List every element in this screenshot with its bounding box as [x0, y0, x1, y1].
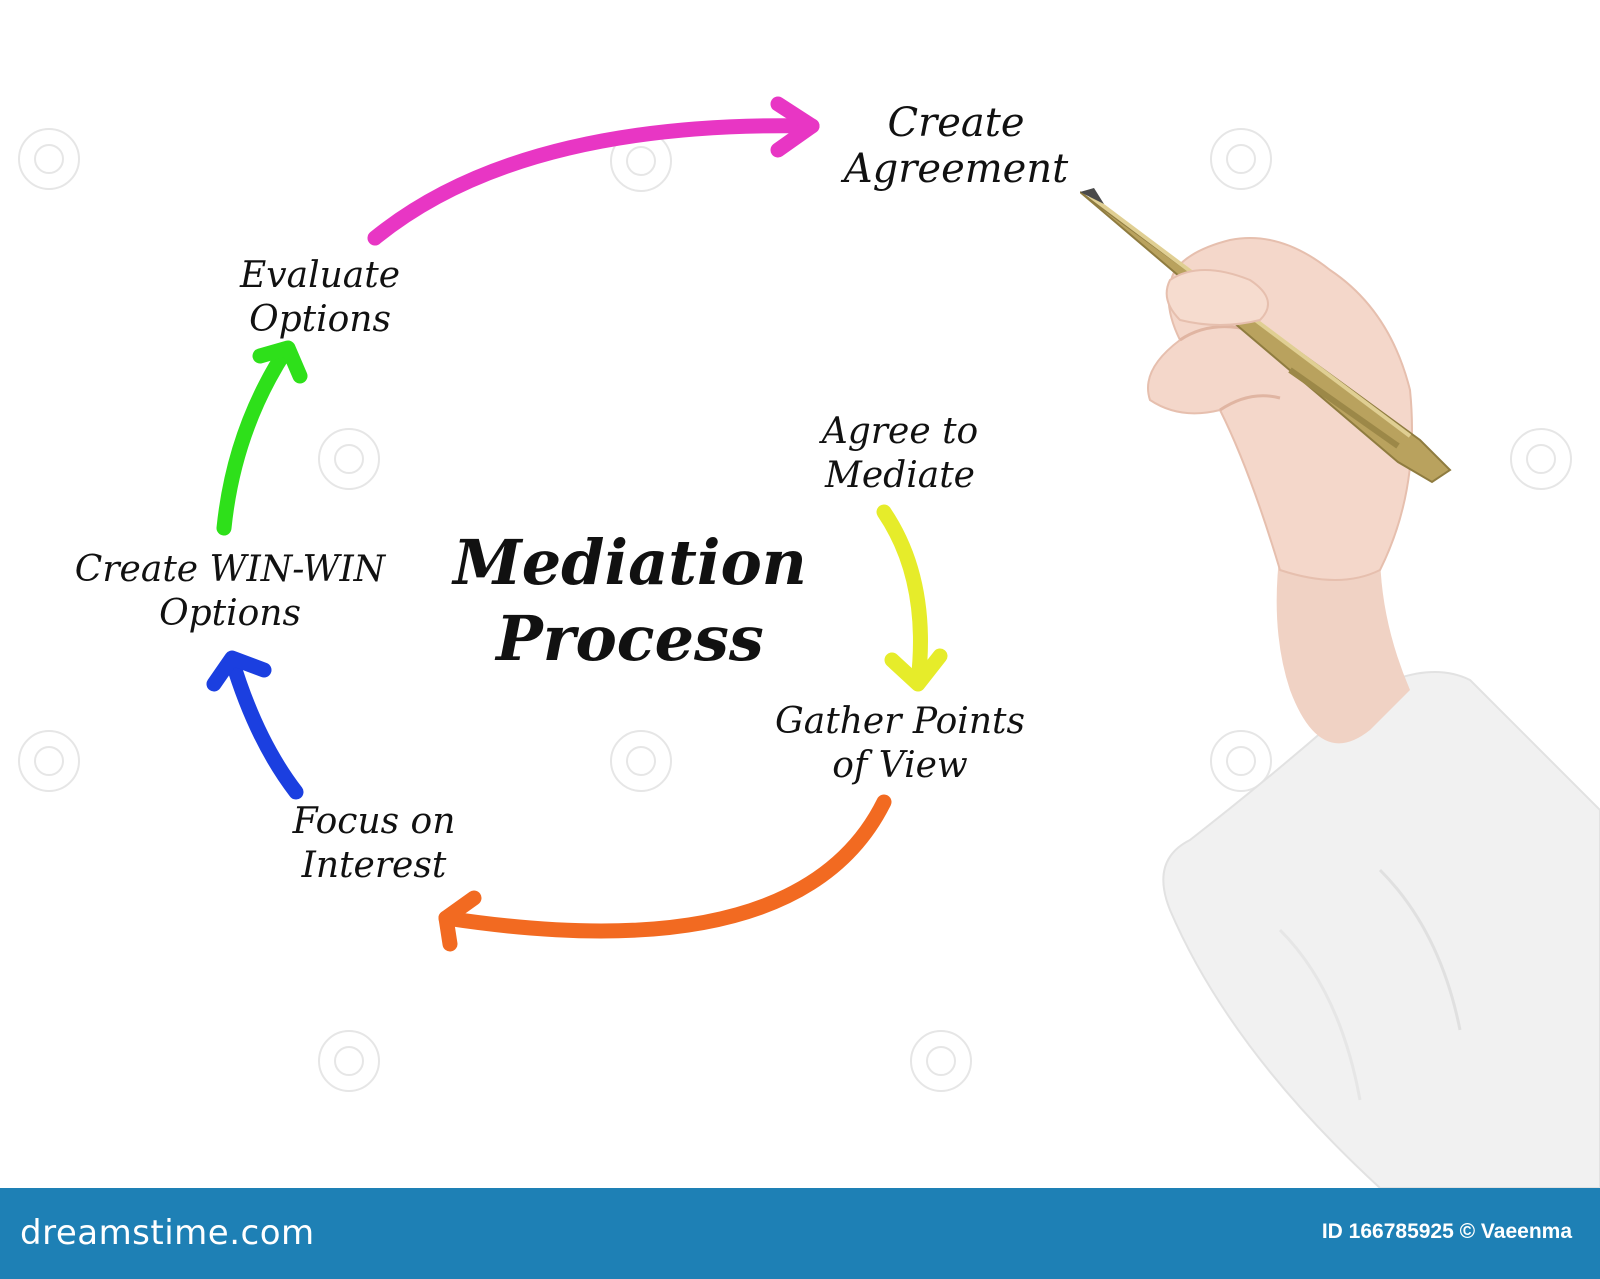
thumb-shape [1165, 269, 1269, 326]
step-line: Create [887, 100, 1025, 146]
footer-credit-text: ID 166785925 © Vaeenma [1321, 1220, 1572, 1243]
watermark-swirl-icon [18, 730, 80, 792]
hand-with-pen-image [1080, 188, 1600, 1188]
arrowhead-winwin-to-evaluate [252, 340, 308, 384]
arrowhead-gather-to-focus [438, 890, 482, 952]
step-line: Agreement [843, 146, 1069, 192]
step-line: Agree to [821, 411, 979, 452]
watermark-swirl-icon [318, 1030, 380, 1092]
diagram-canvas: Create Agreement Agree to Mediate Gather… [18, 96, 1600, 1188]
step-line: Focus on [292, 801, 456, 842]
diagram-title: Mediation Process [420, 525, 840, 677]
wrist-shape [1276, 550, 1410, 744]
watermark-swirl-icon [18, 128, 80, 190]
step-line: Options [249, 299, 391, 340]
step-create-win-win-options: Create WIN-WIN Options [30, 548, 430, 636]
cycle-arrows [206, 96, 948, 952]
step-agree-to-mediate: Agree to Mediate [780, 410, 1020, 498]
step-line: Evaluate [239, 255, 400, 296]
watermark-swirl-icon [1510, 428, 1572, 490]
arrow-agree-to-gather [876, 504, 928, 690]
step-create-agreement: Create Agreement [796, 100, 1116, 192]
step-line: Options [159, 593, 301, 634]
watermark-swirl-icon [610, 730, 672, 792]
step-evaluate-options: Evaluate Options [200, 254, 440, 342]
title-line: Mediation [453, 526, 807, 599]
step-line: Interest [301, 845, 447, 886]
arrow-focus-to-winwin [224, 652, 304, 800]
watermark-swirl-icon [1210, 730, 1272, 792]
title-line: Process [496, 602, 764, 675]
step-focus-on-interest: Focus on Interest [254, 800, 494, 888]
footer-brand-text: dreamstime.com [20, 1213, 315, 1253]
step-line: Mediate [825, 455, 975, 496]
arrowhead-evaluate-to-agreement [770, 96, 820, 158]
watermark-swirl-icon [318, 428, 380, 490]
watermark-swirl-icon [1210, 128, 1272, 190]
watermark-footer-bar: dreamstime.com ID 166785925 © Vaeenma [0, 1188, 1600, 1279]
arrowhead-focus-to-winwin [206, 650, 272, 692]
step-line: Gather Points [775, 701, 1025, 742]
sleeve-shape [1162, 671, 1600, 1188]
arrow-winwin-to-evaluate [216, 342, 294, 536]
watermark-swirl-icon [910, 1030, 972, 1092]
step-gather-points-of-view: Gather Points of View [740, 700, 1060, 788]
step-line: of View [832, 745, 968, 786]
arrowhead-agree-to-gather [884, 648, 948, 692]
arrow-gather-to-focus [438, 794, 892, 939]
arrow-evaluate-to-agreement [367, 118, 820, 246]
step-line: Create WIN-WIN [74, 549, 386, 590]
